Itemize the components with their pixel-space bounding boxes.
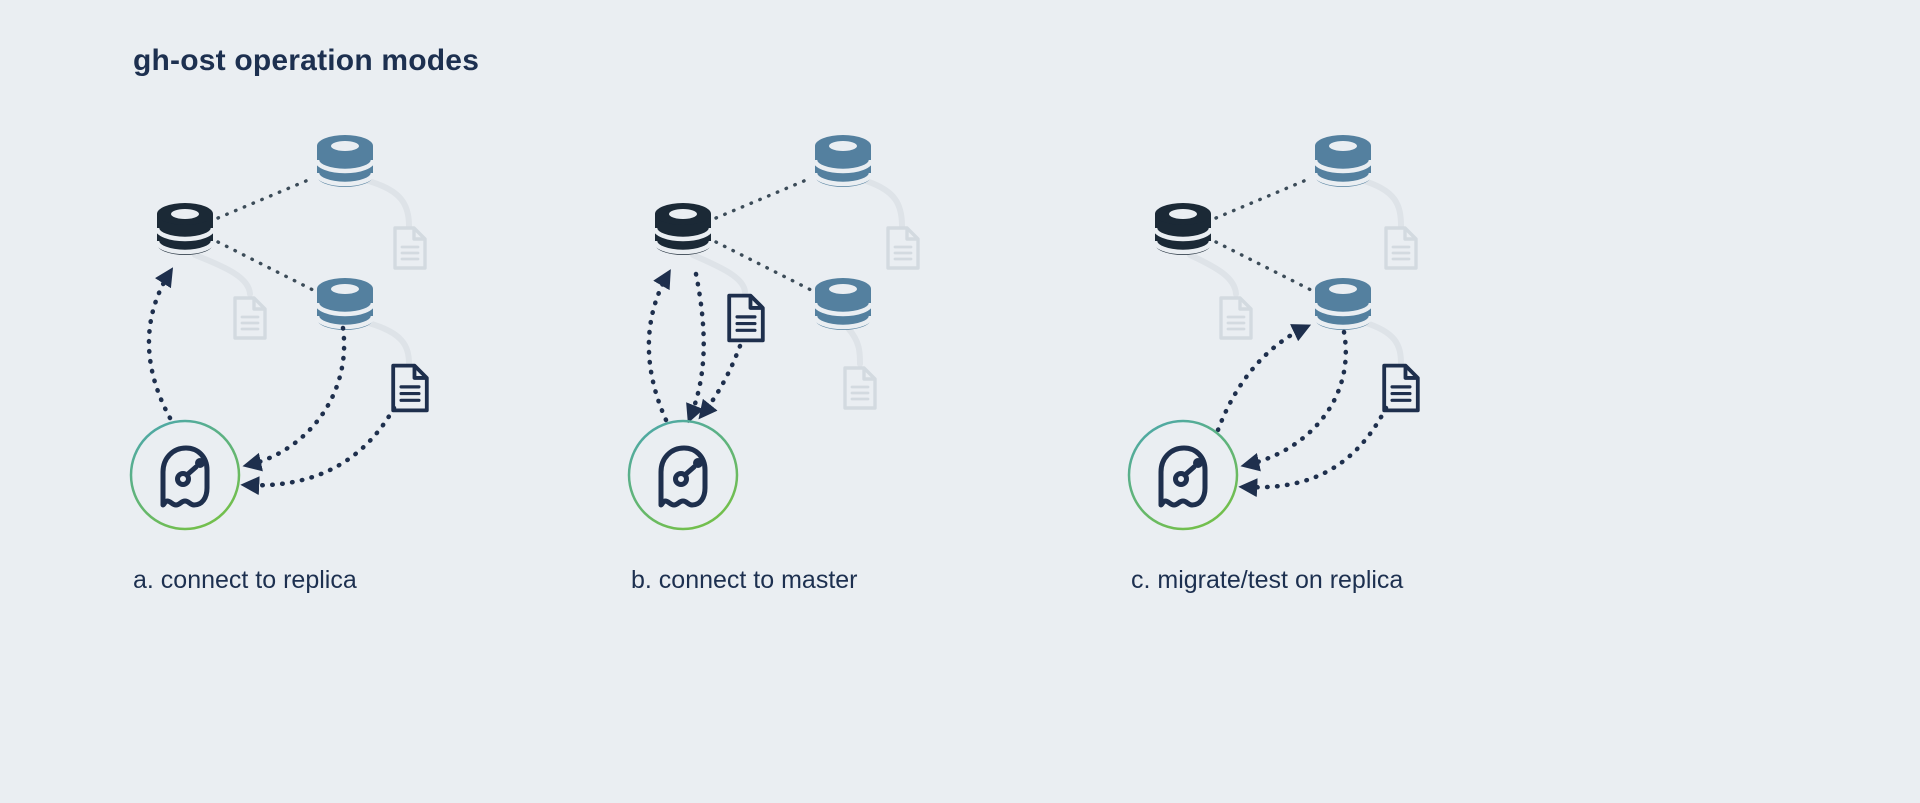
binlog-stream-curves: [1187, 177, 1404, 367]
binlog-document-icon-gray: [393, 226, 427, 270]
replica-database-icon-top: [815, 135, 871, 187]
binlog-document-icon-gray: [1219, 296, 1253, 340]
binlog-stream-curves: [690, 177, 905, 367]
panel-c-label: c. migrate/test on replica: [1131, 566, 1404, 594]
master-database-icon: [157, 203, 213, 255]
replica-database-icon-bottom: [815, 278, 871, 330]
binlog-document-icon-gray: [233, 296, 267, 340]
binlog-document-icon-gray: [1384, 226, 1418, 270]
binlog-document-icon-dark: [727, 293, 765, 343]
binlog-document-icon-dark: [1382, 363, 1420, 413]
panel-b-label: b. connect to master: [631, 566, 858, 594]
binlog-document-icon-dark: [391, 363, 429, 413]
ghost-connection-arrows: [146, 267, 397, 496]
ghost-logo-icon: [1129, 421, 1237, 529]
binlog-document-icon-gray: [843, 366, 877, 410]
panel-c-graphic: [1108, 100, 1420, 560]
replication-dotted-lines: [1214, 176, 1313, 292]
master-database-icon: [1155, 203, 1211, 255]
replica-database-icon-bottom: [317, 278, 373, 330]
panel-a-graphic: [110, 100, 429, 560]
binlog-stream-curves: [192, 177, 412, 367]
replica-database-icon-bottom: [1315, 278, 1371, 330]
ghost-connection-arrows: [646, 269, 743, 424]
ghost-logo-icon: [629, 421, 737, 529]
replication-dotted-lines: [216, 176, 315, 292]
replica-database-icon-top: [1315, 135, 1371, 187]
panel-a-label: a. connect to replica: [133, 566, 357, 594]
master-database-icon: [655, 203, 711, 255]
diagram-title: gh-ost operation modes: [133, 44, 480, 77]
panel-migrate-test-on-replica: c. migrate/test on replica: [1108, 100, 1478, 600]
replication-dotted-lines: [714, 176, 813, 292]
replica-database-icon-top: [317, 135, 373, 187]
panel-connect-to-master: b. connect to master: [608, 100, 978, 600]
panel-b-graphic: [608, 100, 920, 560]
binlog-document-icon-gray: [886, 226, 920, 270]
ghost-logo-icon: [131, 421, 239, 529]
ghost-connection-arrows: [1215, 324, 1389, 498]
panel-connect-to-replica: a. connect to replica: [110, 100, 480, 600]
